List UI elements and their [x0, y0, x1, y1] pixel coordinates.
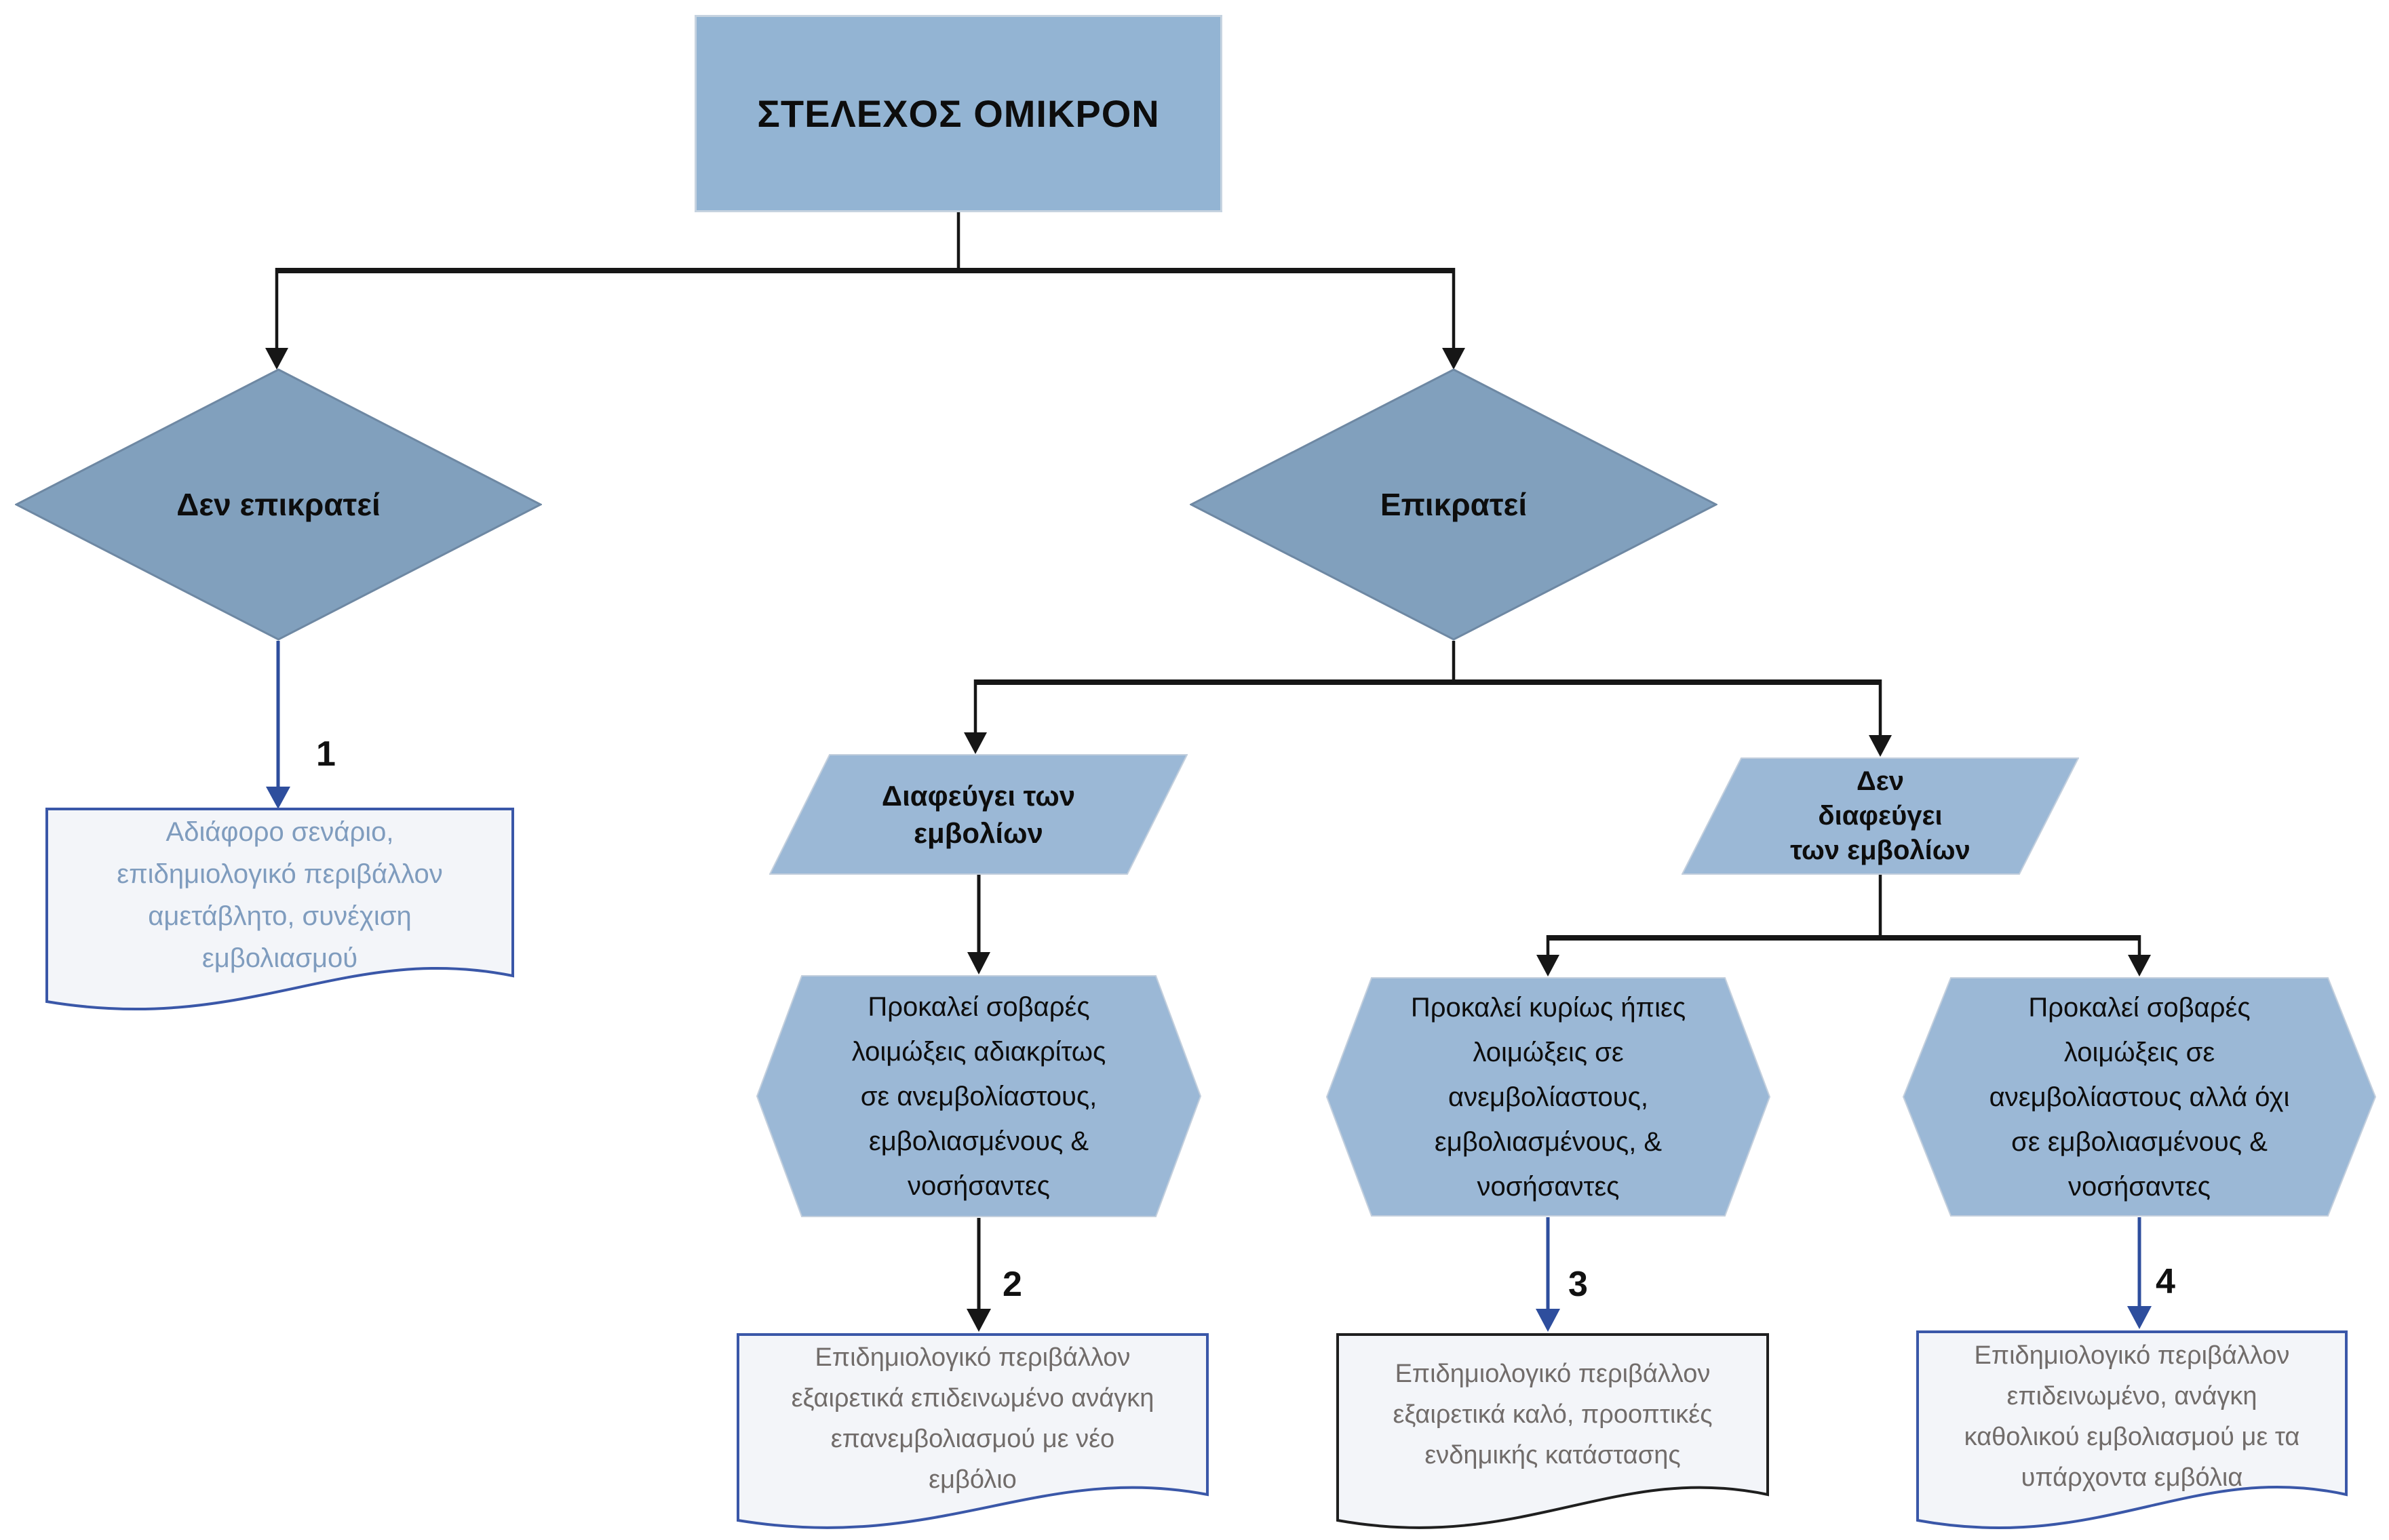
process-mild-infections-label: Προκαλεί κυρίως ήπιες λοιμώξεις σε ανεμβ…: [1410, 992, 1686, 1202]
root-node-omicron-strain: ΣΤΕΛΕΧΟΣ ΟΜΙΚΡΟΝ: [695, 15, 1222, 212]
outcome-doc-4: Επιδημιολογικό περιβάλλον επιδεινωμένο, …: [1916, 1330, 2348, 1537]
connector-root-to-decisions: [265, 212, 1465, 370]
arrowhead-icon: [967, 1309, 991, 1332]
arrowhead-icon: [1442, 348, 1465, 370]
arrowhead-icon: [2128, 955, 2151, 976]
outcome-doc-3: Επιδημιολογικό περιβάλλον εξαιρετικά καλ…: [1336, 1333, 1769, 1537]
outcome-number-3: 3: [1568, 1265, 1588, 1304]
arrowhead-icon: [265, 348, 288, 370]
arrowhead-icon: [1869, 735, 1892, 757]
parallelogram-shape: [769, 754, 1188, 875]
diamond-shape: [15, 368, 542, 641]
arrowhead-icon: [967, 952, 990, 974]
branch-not-escapes-vaccines: Δεν διαφεύγει των εμβολίων: [1682, 757, 2079, 875]
process-severe-unvaccinated-only-label: Προκαλεί σοβαρές λοιμώξεις σε ανεμβολίασ…: [1989, 992, 2290, 1202]
connector-prevail-to-branches: [964, 641, 1892, 757]
outcome-doc-1: Αδιάφορο σενάριο, επιδημιολογικό περιβάλ…: [45, 808, 514, 1018]
connector-process-to-outcome2: [967, 1218, 991, 1332]
hexagon-shape: [1325, 977, 1771, 1217]
arrowhead-icon: [1536, 955, 1559, 976]
outcome-doc-2: Επιδημιολογικό περιβάλλον εξαιρετικά επι…: [737, 1333, 1209, 1537]
outcome-doc-1-text: Αδιάφορο σενάριο, επιδημιολογικό περιβάλ…: [117, 817, 443, 973]
decision-not-prevail: Δεν επικρατεί: [15, 368, 542, 641]
process-severe-all-groups-label: Προκαλεί σοβαρές λοιμώξεις αδιακρίτως σε…: [851, 991, 1106, 1201]
decision-prevail: Επικρατεί: [1190, 368, 1717, 641]
branch-not-escapes-label: Δεν διαφεύγει των εμβολίων: [1790, 766, 1970, 866]
arrowhead-icon: [2127, 1306, 2152, 1329]
document-shape: [737, 1333, 1209, 1529]
hexagon-shape: [756, 975, 1202, 1217]
outcome-doc-4-text: Επιδημιολογικό περιβάλλον επιδεινωμένο, …: [1964, 1341, 2300, 1492]
arrowhead-icon: [964, 732, 987, 754]
decision-not-prevail-label: Δεν επικρατεί: [176, 487, 381, 522]
connector-escapes-to-process: [967, 875, 990, 974]
process-mild-infections: Προκαλεί κυρίως ήπιες λοιμώξεις σε ανεμβ…: [1325, 976, 1771, 1217]
branch-escapes-label: Διαφεύγει των εμβολίων: [881, 779, 1076, 849]
connector-notprevail-to-outcome1: [266, 641, 290, 809]
document-shape: [1336, 1333, 1769, 1529]
connector-process-to-outcome3: [1536, 1217, 1560, 1332]
process-severe-all-groups: Προκαλεί σοβαρές λοιμώξεις αδιακρίτως σε…: [756, 974, 1202, 1218]
decision-prevail-label: Επικρατεί: [1380, 487, 1528, 522]
arrowhead-icon: [1536, 1309, 1560, 1332]
root-node-label: ΣΤΕΛΕΧΟΣ ΟΜΙΚΡΟΝ: [757, 92, 1160, 135]
outcome-doc-2-text: Επιδημιολογικό περιβάλλον εξαιρετικά επι…: [791, 1343, 1154, 1494]
connector-process-to-outcome4: [2127, 1217, 2152, 1329]
connector-notescapes-to-processes: [1536, 875, 2151, 976]
outcome-number-2: 2: [1003, 1265, 1022, 1304]
outcome-number-4: 4: [2156, 1262, 2175, 1301]
hexagon-shape: [1902, 977, 2377, 1217]
document-shape: [1916, 1330, 2348, 1530]
process-severe-unvaccinated-only: Προκαλεί σοβαρές λοιμώξεις σε ανεμβολίασ…: [1902, 976, 2377, 1217]
document-shape: [45, 808, 514, 1011]
branch-escapes-vaccines: Διαφεύγει των εμβολίων: [769, 754, 1188, 875]
parallelogram-shape: [1682, 757, 2079, 875]
outcome-doc-3-text: Επιδημιολογικό περιβάλλον εξαιρετικά καλ…: [1393, 1360, 1713, 1469]
diamond-shape: [1190, 368, 1717, 641]
arrowhead-icon: [266, 787, 290, 809]
outcome-number-1: 1: [316, 734, 336, 774]
